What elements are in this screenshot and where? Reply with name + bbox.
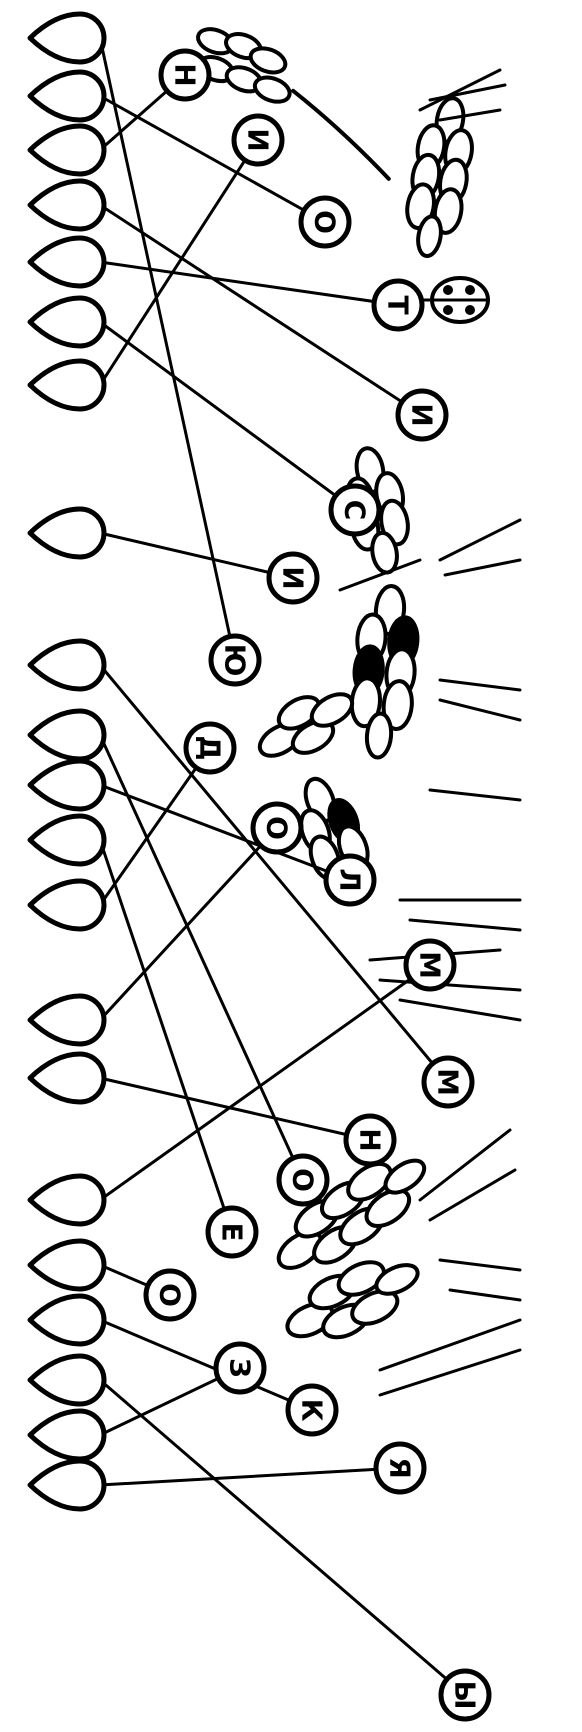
letter-text: О: [154, 1283, 187, 1307]
letter-circle[interactable]: И: [398, 391, 446, 439]
letter-text: Н: [169, 63, 202, 86]
answer-slot[interactable]: [30, 72, 104, 120]
answer-slot[interactable]: [30, 1241, 104, 1289]
answer-slots: [30, 14, 104, 1509]
answer-slot[interactable]: [30, 761, 104, 809]
letter-circle[interactable]: М: [406, 941, 454, 989]
letter-circle[interactable]: С: [331, 486, 379, 534]
answer-slot[interactable]: [30, 298, 104, 346]
letter-circle[interactable]: О: [146, 1271, 194, 1319]
wheat-ear-middle-left-icon: [247, 676, 364, 775]
letter-text: Ы: [449, 1680, 482, 1709]
letter-circle[interactable]: О: [301, 198, 349, 246]
letter-circle[interactable]: О: [253, 804, 301, 852]
letter-text: Т: [382, 295, 415, 314]
letter-text: И: [242, 128, 275, 151]
letter-circle[interactable]: К: [288, 1386, 336, 1434]
answer-slot[interactable]: [30, 1054, 104, 1102]
letter-circle[interactable]: Ю: [211, 636, 259, 684]
letter-circle[interactable]: И: [234, 116, 282, 164]
letter-circle[interactable]: М: [424, 1058, 472, 1106]
letter-circle[interactable]: Л: [326, 856, 374, 904]
letter-circle[interactable]: Н: [161, 51, 209, 99]
answer-slot[interactable]: [30, 816, 104, 864]
wheat-ear-top-left-icon: [175, 20, 419, 179]
letter-text: Ю: [219, 644, 252, 677]
answer-slot[interactable]: [30, 361, 104, 409]
answer-slot[interactable]: [30, 509, 104, 557]
answer-slot[interactable]: [30, 1176, 104, 1224]
letter-text: Л: [334, 868, 367, 891]
letter-text: М: [432, 1068, 465, 1096]
ladybug-icon: [420, 278, 488, 322]
letter-text: И: [406, 403, 439, 426]
letter-circle[interactable]: О: [279, 1156, 327, 1204]
answer-slot[interactable]: [30, 126, 104, 174]
answer-slot[interactable]: [30, 641, 104, 689]
letter-text: М: [414, 951, 447, 979]
letter-text: О: [261, 816, 294, 840]
letter-circle[interactable]: И: [269, 554, 317, 602]
answer-slot[interactable]: [30, 1461, 104, 1509]
letter-circle[interactable]: Я: [376, 1444, 424, 1492]
letter-circle[interactable]: Т: [374, 281, 422, 329]
letter-circle[interactable]: Д: [186, 724, 234, 772]
answer-slot[interactable]: [30, 14, 104, 62]
letter-text: З: [224, 1358, 257, 1378]
answer-slot[interactable]: [30, 996, 104, 1044]
letter-text: И: [277, 566, 310, 589]
letter-text: О: [287, 1168, 320, 1192]
answer-slot[interactable]: [30, 711, 104, 759]
letter-circle[interactable]: Ы: [441, 1671, 489, 1719]
letter-text: О: [309, 210, 342, 234]
answer-slot[interactable]: [30, 1296, 104, 1344]
answer-slot[interactable]: [30, 881, 104, 929]
letter-circle[interactable]: З: [216, 1344, 264, 1392]
answer-slot[interactable]: [30, 181, 104, 229]
wheat-ear-middle-large-icon: [347, 583, 422, 760]
letter-text: С: [339, 500, 372, 521]
letter-text: Н: [354, 1128, 387, 1151]
letter-circle[interactable]: Е: [208, 1208, 256, 1256]
letter-circle[interactable]: Н: [346, 1116, 394, 1164]
letter-text: Я: [384, 1457, 417, 1479]
answer-slot[interactable]: [30, 1411, 104, 1459]
letter-text: Д: [194, 736, 227, 761]
answer-slot[interactable]: [30, 238, 104, 286]
letter-text: К: [296, 1399, 329, 1422]
answer-slot[interactable]: [30, 1356, 104, 1404]
letter-text: Е: [216, 1222, 249, 1241]
